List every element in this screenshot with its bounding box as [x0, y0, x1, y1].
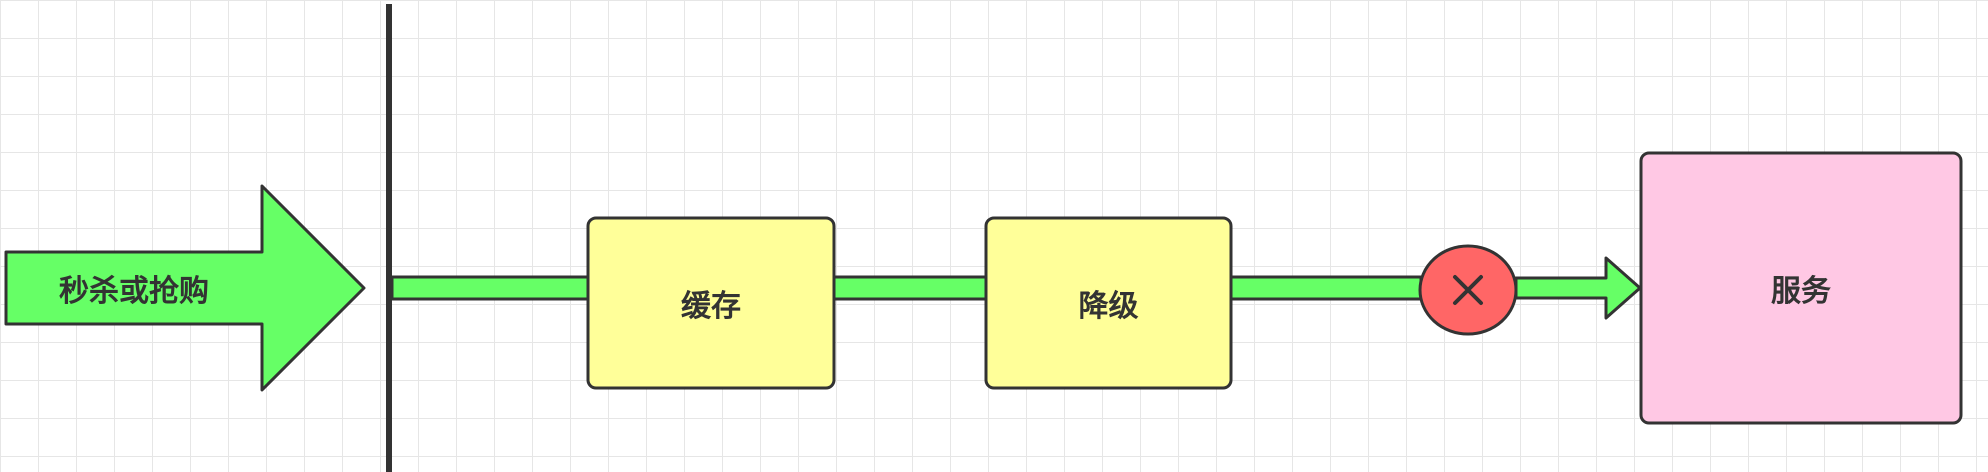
incoming-request-arrow	[4, 184, 366, 392]
degrade-label: 降级	[1078, 289, 1139, 324]
flow-line-3	[1229, 275, 1423, 301]
service-box	[1639, 151, 1963, 425]
degrade-box	[984, 216, 1233, 390]
flow-line-1	[390, 275, 590, 301]
cache-box	[586, 216, 836, 390]
cache-label: 缓存	[681, 289, 741, 324]
flow-arrow-to-service	[1514, 256, 1642, 320]
flow-line-2	[832, 275, 988, 301]
service-label: 服务	[1771, 274, 1831, 309]
close-icon	[1453, 275, 1483, 305]
source-label: 秒杀或抢购	[59, 274, 209, 309]
